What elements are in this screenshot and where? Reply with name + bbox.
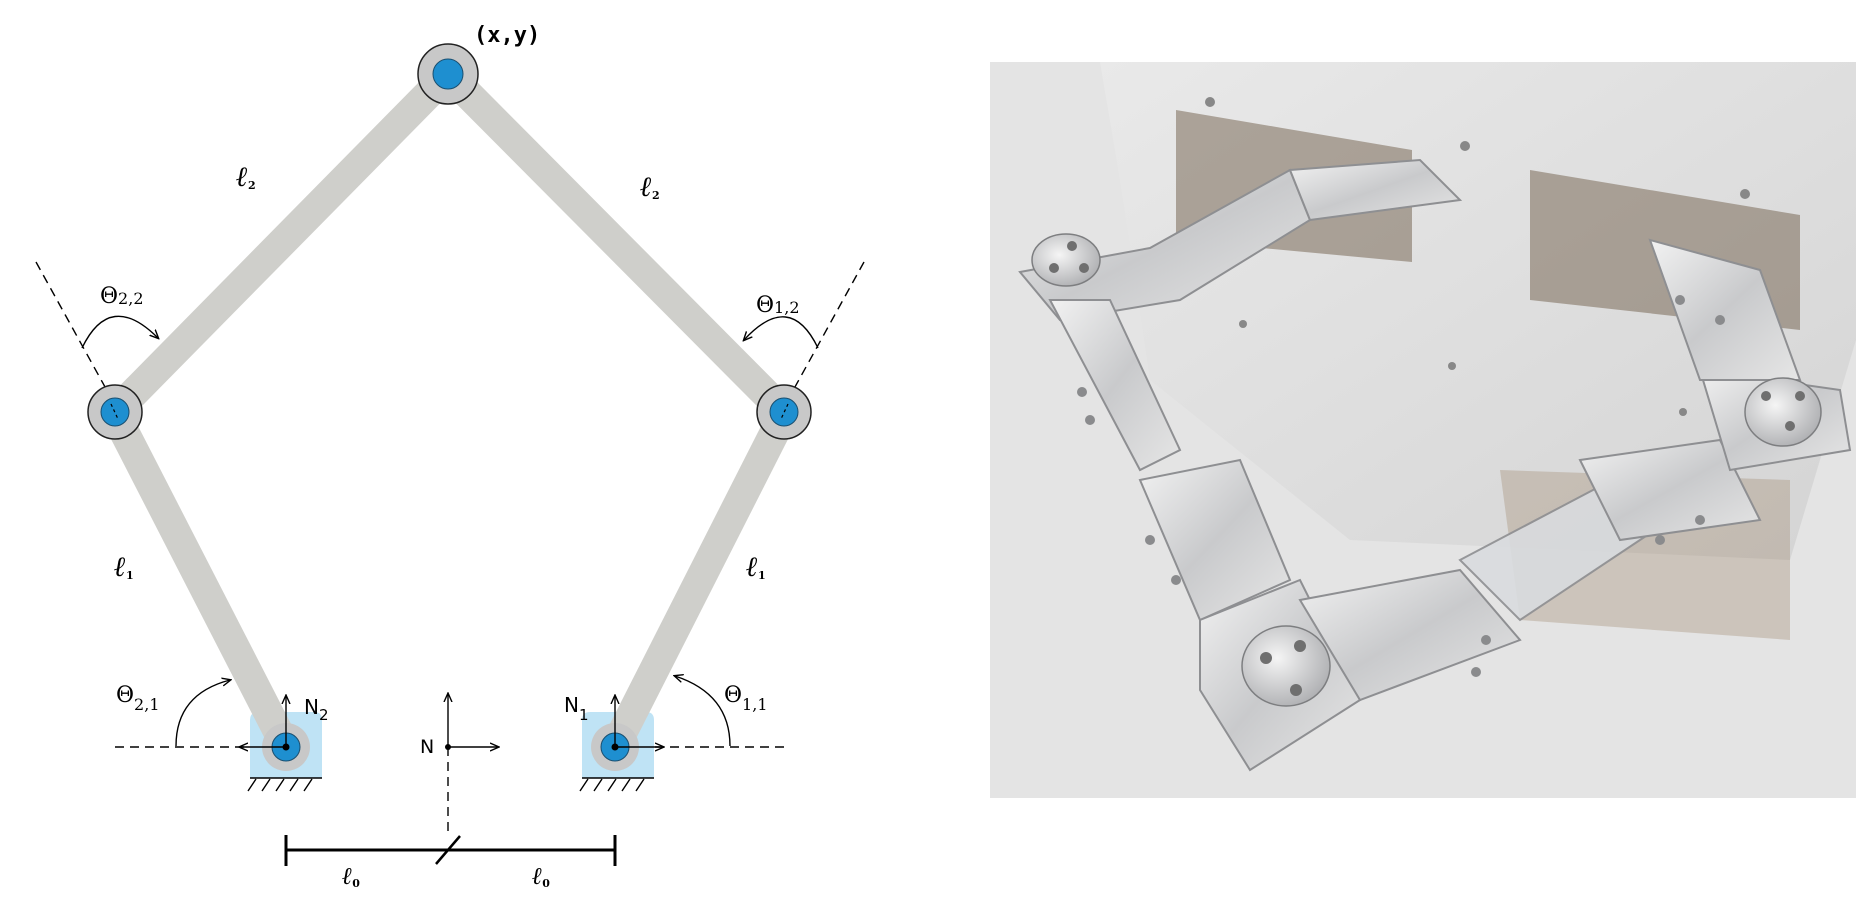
base-dimension-line bbox=[284, 835, 617, 866]
end-effector-joint bbox=[417, 43, 479, 105]
right-proximal-link bbox=[601, 407, 798, 754]
aluminum-linkage bbox=[1018, 158, 1852, 772]
mechanism-photo bbox=[990, 62, 1856, 798]
reference-lines bbox=[35, 261, 865, 835]
left-distal-link bbox=[104, 63, 459, 423]
kinematic-diagram: (x,y) ℓ2 ℓ2 ℓ1 ℓ1 ℓ0 ℓ0 Θ2,2 Θ1,2 Θ2,1 Θ… bbox=[35, 23, 865, 890]
proximal-link-left-label: ℓ1 bbox=[113, 550, 134, 583]
proximal-link-right-label: ℓ1 bbox=[745, 550, 766, 583]
base-half-right-label: ℓ0 bbox=[532, 861, 550, 890]
right-elbow-joint bbox=[756, 384, 812, 440]
angle-label-theta-1-2: Θ1,2 bbox=[756, 293, 800, 318]
right-elbow-extension-line bbox=[784, 261, 865, 406]
frame-n-label: N bbox=[420, 736, 434, 758]
angle-label-theta-1-1: Θ1,1 bbox=[724, 683, 768, 714]
pivot-disk-bottom bbox=[1241, 625, 1331, 707]
left-elbow-joint bbox=[87, 384, 143, 440]
frame-n1-label: N1 bbox=[564, 693, 589, 724]
end-effector-label: (x,y) bbox=[474, 23, 540, 48]
right-distal-link bbox=[437, 63, 795, 423]
distal-link-left-label: ℓ2 bbox=[235, 160, 256, 193]
distal-link-right-label: ℓ2 bbox=[639, 170, 660, 203]
pivot-disk-top-left bbox=[1031, 233, 1101, 287]
angle-label-theta-2-2: Θ2,2 bbox=[100, 284, 144, 309]
frame-n2-label: N2 bbox=[304, 695, 329, 724]
angle-arc-theta-1-2 bbox=[744, 316, 819, 349]
base-half-left-label: ℓ0 bbox=[342, 861, 360, 890]
left-elbow-extension-line bbox=[35, 261, 116, 406]
frame-n-axes bbox=[445, 694, 498, 750]
frame-n2-axes bbox=[240, 696, 286, 747]
links bbox=[101, 63, 798, 754]
pivot-disk-right bbox=[1744, 377, 1822, 447]
angle-arc-theta-2-1 bbox=[175, 680, 230, 747]
angle-arc-theta-1-1 bbox=[675, 676, 731, 747]
angle-arc-theta-2-2 bbox=[81, 315, 158, 349]
angle-label-theta-2-1: Θ2,1 bbox=[116, 683, 160, 714]
frame-n1-axes bbox=[615, 696, 663, 747]
left-proximal-link bbox=[101, 407, 300, 754]
